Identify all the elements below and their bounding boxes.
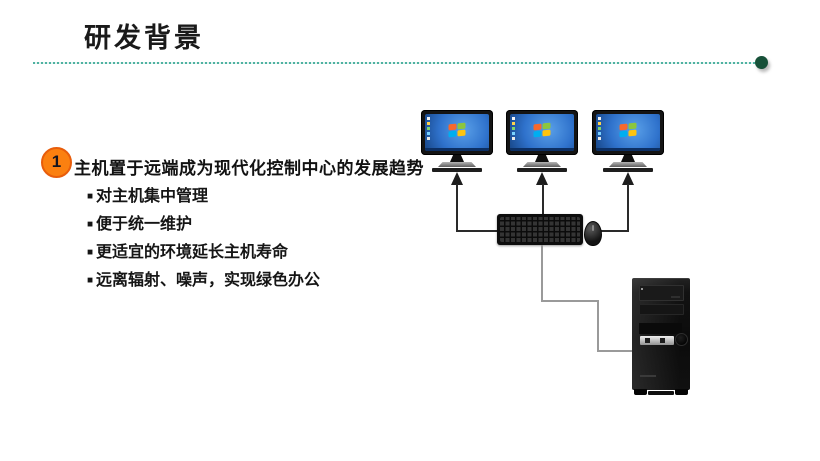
bullet-marker: ■ xyxy=(87,191,94,202)
bullet-marker: ■ xyxy=(87,219,94,230)
step-number-badge: 1 xyxy=(41,147,72,178)
drive-led xyxy=(641,288,643,290)
monitor-screen xyxy=(510,114,574,151)
wire-line xyxy=(597,300,599,352)
drive-bay xyxy=(639,304,684,315)
wire-line xyxy=(541,300,599,302)
tower-foot xyxy=(675,389,688,395)
tower-shadow xyxy=(648,391,674,395)
wire-line xyxy=(541,245,543,302)
monitor-bezel xyxy=(506,110,578,155)
optical-drive-bay xyxy=(639,285,684,301)
monitor-stand-base xyxy=(603,168,653,172)
monitor-stand-fan xyxy=(523,162,561,167)
connector-line xyxy=(542,184,544,216)
monitor-stand-neck xyxy=(535,155,549,162)
bullet-marker: ■ xyxy=(87,275,94,286)
connector-line xyxy=(627,184,629,232)
arrow-up-icon xyxy=(622,172,634,185)
connector-line xyxy=(456,184,458,232)
monitor-icon xyxy=(592,110,664,172)
monitor-stand-fan xyxy=(438,162,476,167)
list-item: ■对主机集中管理 xyxy=(87,183,447,211)
windows-logo-icon xyxy=(448,122,466,138)
taskbar xyxy=(596,148,660,151)
monitor-stand-neck xyxy=(621,155,635,162)
monitor-stand-base xyxy=(432,168,482,172)
bullet-text: 远离辐射、噪声，实现绿色办公 xyxy=(96,272,321,289)
pc-tower-icon xyxy=(632,278,690,395)
section-heading: 主机置于远端成为现代化控制中心的发展趋势 xyxy=(74,159,424,178)
windows-logo-icon xyxy=(533,122,551,138)
list-item: ■更适宜的环境延长主机寿命 xyxy=(87,239,447,267)
monitor-stand-fan xyxy=(609,162,647,167)
bullet-list: ■对主机集中管理 ■便于统一维护 ■更适宜的环境延长主机寿命 ■远离辐射、噪声，… xyxy=(87,183,447,295)
arrow-up-icon xyxy=(451,172,463,185)
connector-line xyxy=(601,230,629,232)
title-divider xyxy=(33,62,757,64)
keyboard-icon xyxy=(497,214,583,245)
bullet-marker: ■ xyxy=(87,247,94,258)
windows-logo-icon xyxy=(619,122,637,138)
desktop-icons xyxy=(427,117,430,120)
monitor-bezel xyxy=(421,110,493,155)
front-recess xyxy=(639,323,682,334)
tower-logo xyxy=(640,375,656,377)
monitor-screen xyxy=(425,114,489,151)
step-number: 1 xyxy=(51,152,62,171)
power-button xyxy=(675,333,688,346)
tower-foot xyxy=(634,389,647,395)
monitor-icon xyxy=(421,110,493,172)
bullet-text: 对主机集中管理 xyxy=(96,188,209,205)
front-ports-stripe xyxy=(640,336,674,345)
divider-end-dot xyxy=(755,56,768,69)
page-title: 研发背景 xyxy=(84,23,204,53)
taskbar xyxy=(510,148,574,151)
mouse-icon xyxy=(584,221,602,246)
desktop-icons xyxy=(598,117,601,120)
arrow-up-icon xyxy=(536,172,548,185)
desktop-icons xyxy=(512,117,515,120)
monitor-stand-base xyxy=(517,168,567,172)
monitor-bezel xyxy=(592,110,664,155)
keyboard-keys xyxy=(500,217,580,242)
wire-line xyxy=(597,350,661,352)
taskbar xyxy=(425,148,489,151)
monitor-icon xyxy=(506,110,578,172)
list-item: ■远离辐射、噪声，实现绿色办公 xyxy=(87,267,447,295)
list-item: ■便于统一维护 xyxy=(87,211,447,239)
bullet-text: 便于统一维护 xyxy=(96,216,193,233)
bullet-text: 更适宜的环境延长主机寿命 xyxy=(96,244,289,261)
monitor-stand-neck xyxy=(450,155,464,162)
monitor-screen xyxy=(596,114,660,151)
connector-line xyxy=(456,230,498,232)
